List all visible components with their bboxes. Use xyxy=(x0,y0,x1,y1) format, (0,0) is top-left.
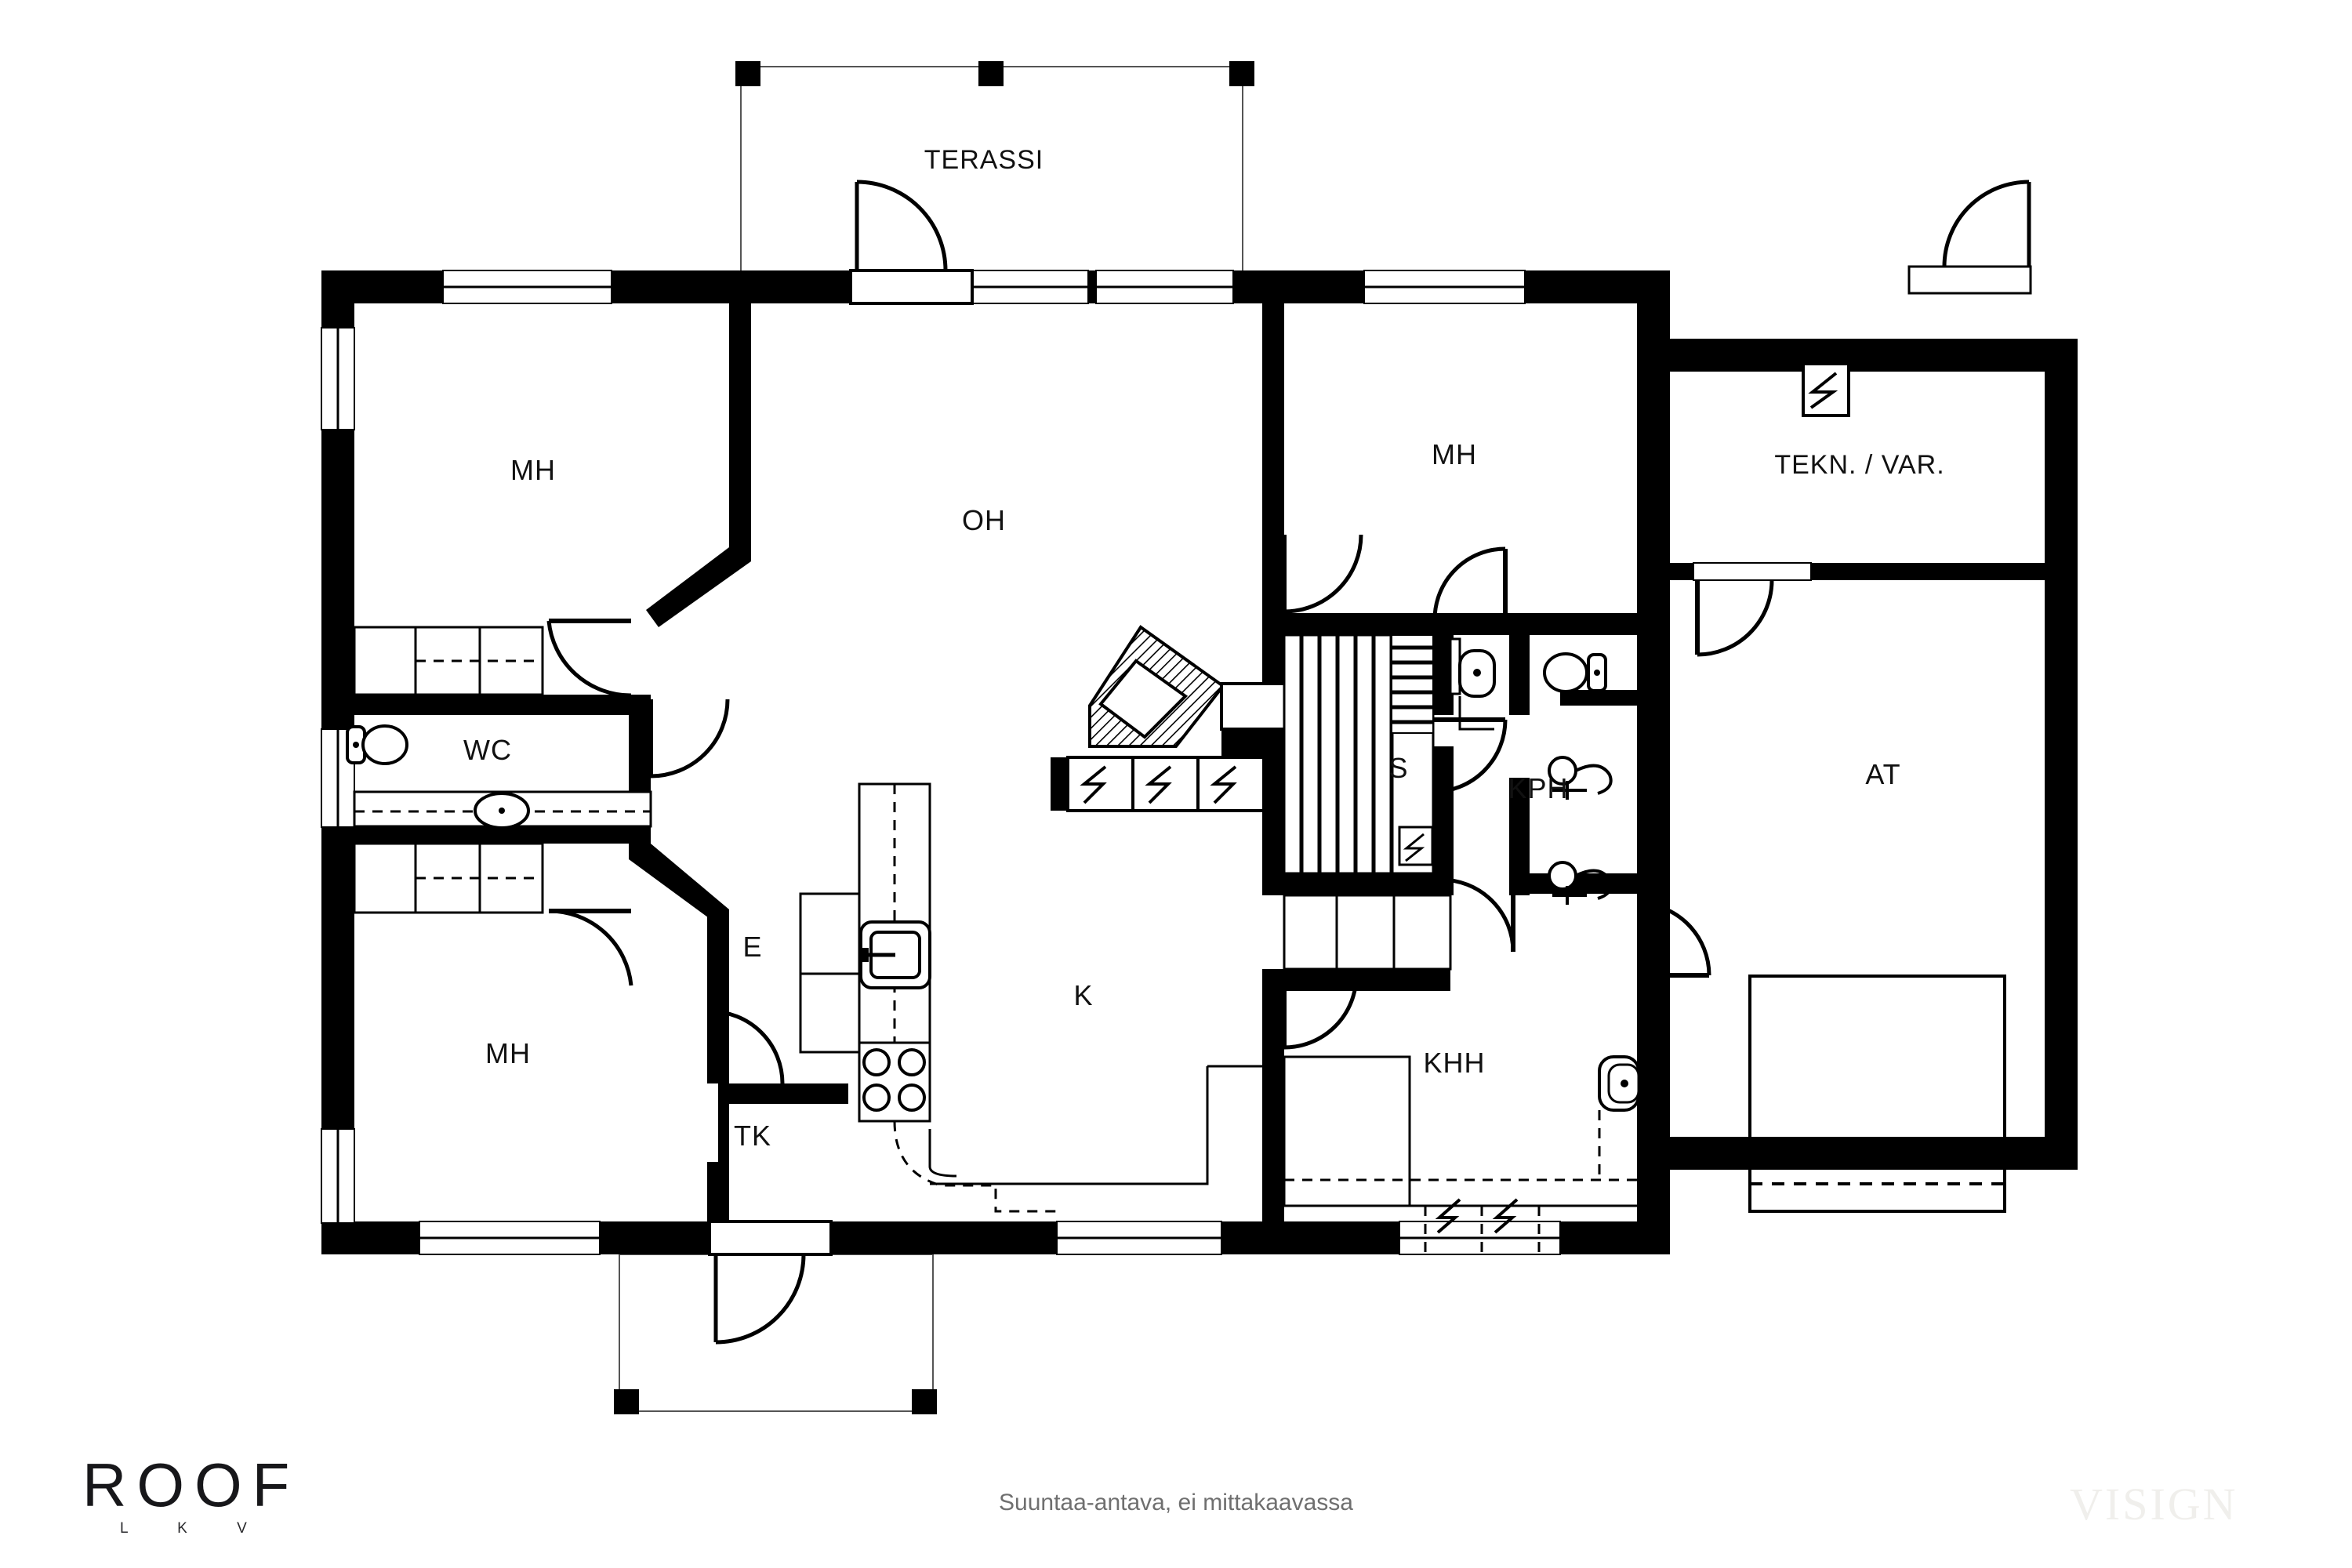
room-label-sauna: S xyxy=(1388,752,1408,784)
carport-canopy-outline xyxy=(1748,975,2006,1213)
door-terrace xyxy=(849,180,974,305)
fireplace xyxy=(1088,625,1290,757)
door-sauna xyxy=(1432,717,1508,794)
room-label-at: AT xyxy=(1865,758,1900,790)
appliance-bank-kitchen xyxy=(1051,756,1265,812)
sink-icon xyxy=(1449,637,1496,731)
door-tk xyxy=(696,1009,785,1162)
closet-sw xyxy=(353,842,544,914)
room-labels: TERASSI MH OH MH TEKN. / VAR. WC S KPH A… xyxy=(463,145,1944,1152)
door-mh-ne-left xyxy=(1282,534,1363,614)
interior-walls xyxy=(337,289,1670,1254)
brand-name: ROOF xyxy=(82,1450,300,1519)
electrical-panel-icon xyxy=(1398,826,1434,866)
kitchen-counter xyxy=(799,782,1262,1213)
kph-fixtures xyxy=(1449,637,1613,905)
room-label-oh: OH xyxy=(962,504,1006,536)
door-mh-ne-right xyxy=(1432,546,1508,620)
sauna-interior xyxy=(1283,633,1452,971)
room-label-k: K xyxy=(1073,979,1093,1011)
visign-watermark: VISIGN xyxy=(2070,1479,2238,1530)
toilet-icon xyxy=(1543,652,1607,693)
room-label-mh-ne: MH xyxy=(1432,438,1477,470)
door-mh-nw xyxy=(546,619,632,698)
roof-logo: ROOF L K V xyxy=(82,1454,299,1537)
door-khh-left xyxy=(1282,975,1359,1050)
sink-icon xyxy=(859,920,931,989)
room-label-tekn-var: TEKN. / VAR. xyxy=(1774,450,1944,480)
closet-nw xyxy=(353,626,544,696)
front-porch-outline xyxy=(614,1254,937,1414)
doors xyxy=(546,180,2032,1345)
door-front-entry xyxy=(708,1220,833,1345)
door-at xyxy=(1695,579,1774,657)
room-label-khh: KHH xyxy=(1423,1047,1485,1079)
door-khh-right xyxy=(1636,901,1711,978)
room-label-wc: WC xyxy=(463,734,512,766)
scale-disclaimer: Suuntaa-antava, ei mittakaavassa xyxy=(999,1490,1353,1515)
vanity-counter xyxy=(353,790,652,829)
door-mh-sw xyxy=(548,909,633,986)
tekn-electrical-panel xyxy=(1802,362,1850,417)
toilet-icon xyxy=(346,724,408,765)
door-wc xyxy=(648,699,730,779)
room-label-mh-nw: MH xyxy=(510,454,556,486)
shower-icon xyxy=(1548,756,1613,800)
room-label-e: E xyxy=(742,931,762,963)
khh-fixtures xyxy=(1283,1055,1640,1254)
room-label-mh-sw: MH xyxy=(485,1037,531,1069)
room-label-terassi: TERASSI xyxy=(924,145,1044,175)
room-label-tk: TK xyxy=(734,1120,771,1152)
door-tekn-exterior xyxy=(1907,180,2032,295)
brand-subtitle: L K V xyxy=(120,1520,270,1537)
shower-icon xyxy=(1548,861,1613,905)
room-label-kph: KPH xyxy=(1508,772,1568,804)
windows xyxy=(321,270,1812,1255)
stove-icon xyxy=(858,1041,931,1123)
door-kph xyxy=(1440,877,1515,953)
sink-icon xyxy=(1598,1055,1640,1112)
wc-fixtures xyxy=(346,724,652,829)
